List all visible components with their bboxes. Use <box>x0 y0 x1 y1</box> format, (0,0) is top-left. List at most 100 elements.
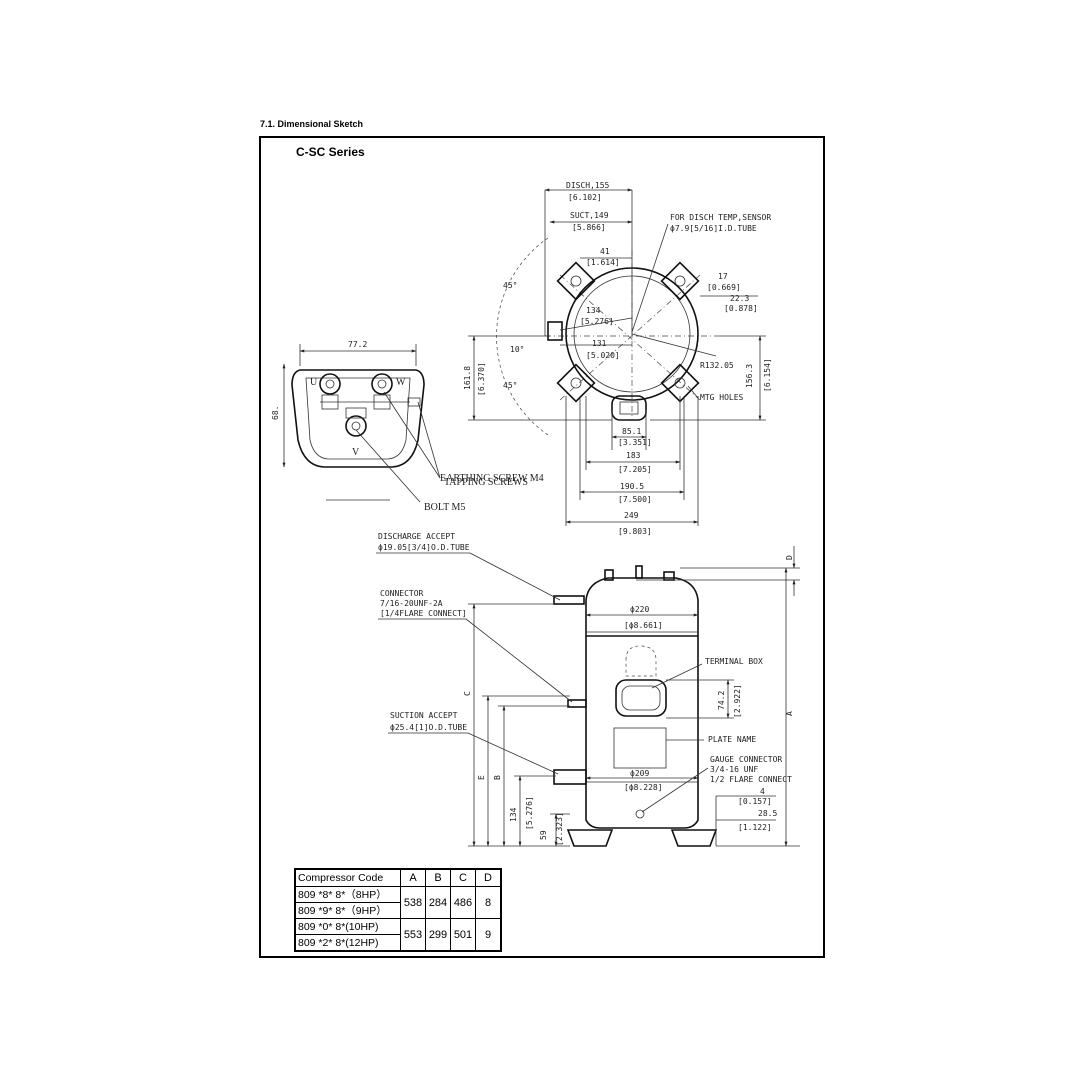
dim-17: 17 <box>718 272 728 281</box>
dim-suct-in: [5.866] <box>572 223 606 232</box>
dim-190-in: [7.500] <box>618 495 652 504</box>
value-c: 501 <box>450 918 476 952</box>
connector-flare: [1/4FLARE CONNECT] <box>380 609 467 618</box>
section-heading: 7.1. Dimensional Sketch <box>260 119 364 129</box>
dim-28: 28.5 <box>758 809 777 818</box>
dim-disch-in: [6.102] <box>568 193 602 202</box>
suction-label: SUCTION ACCEPT <box>390 711 458 720</box>
dim-134-top: 134 <box>586 306 601 315</box>
tapping-screws-label: TAPPING SCREWS <box>444 477 528 488</box>
dim-59-in: [2.323] <box>555 812 564 846</box>
dim-59: 59 <box>539 830 548 840</box>
col-d: D <box>475 868 502 887</box>
dia-209-in: [ϕ8.228] <box>624 783 663 792</box>
connector-label: CONNECTOR <box>380 589 424 598</box>
dim-183-in: [7.205] <box>618 465 652 474</box>
col-compressor-code: Compressor Code <box>294 868 401 887</box>
terminal-box-label: TERMINAL BOX <box>705 657 763 666</box>
table-row: 809 *9* 8*（9HP） <box>294 902 501 919</box>
term-height: 68. <box>271 406 280 420</box>
value-d: 9 <box>475 918 502 952</box>
label-b: B <box>493 775 502 780</box>
series-title: C-SC Series <box>296 145 365 159</box>
table-row: 809 *0* 8*(10HP) 553 299 501 9 <box>294 918 502 952</box>
dim-183: 183 <box>626 451 641 460</box>
suction-tube: ϕ25.4[1]O.D.TUBE <box>390 723 467 732</box>
dim-161: 161.8 <box>463 366 472 390</box>
sensor-label: FOR DISCH TEMP,SENSOR <box>670 213 771 222</box>
dim-85-in: [3.351] <box>618 438 652 447</box>
label-e: E <box>477 775 486 780</box>
label-d: D <box>785 555 794 560</box>
value-c: 486 <box>450 886 476 919</box>
compressor-code: 809 *9* 8*（9HP） <box>294 902 401 919</box>
dim-41-in: [1.614] <box>586 258 620 267</box>
dim-190: 190.5 <box>620 482 644 491</box>
compressor-code: 809 *2* 8*(12HP) <box>294 934 401 952</box>
value-b: 299 <box>425 918 451 952</box>
compressor-code: 809 *0* 8*(10HP) <box>294 918 401 935</box>
value-d: 8 <box>475 886 502 919</box>
table-row: 809 *2* 8*(12HP) <box>294 934 501 952</box>
terminal-w: W <box>396 377 406 388</box>
dim-22: 22.3 <box>730 294 749 303</box>
dim-249-in: [9.803] <box>618 527 652 536</box>
terminal-view: 77.2 68. U W V EARTHING SCREW M4 TAPPING… <box>271 340 544 513</box>
dim-4-in: [0.157] <box>738 797 772 806</box>
compressor-spec-table: Compressor Code A B C D 809 *8* 8*（8HP） … <box>294 868 502 952</box>
dia-220: ϕ220 <box>630 605 649 614</box>
drawing-frame <box>259 136 825 958</box>
value-a: 553 <box>400 918 426 952</box>
value-b: 284 <box>425 886 451 919</box>
plate-name-label: PLATE NAME <box>708 735 756 744</box>
terminal-u: U <box>310 377 318 388</box>
dim-28-in: [1.122] <box>738 823 772 832</box>
dia-209: ϕ209 <box>630 769 649 778</box>
dim-131: 131 <box>592 339 607 348</box>
table-row: 809 *8* 8*（8HP） 538 284 486 8 <box>294 886 502 919</box>
side-view: DISCHARGE ACCEPT ϕ19.05[3/4]O.D.TUBE CON… <box>376 532 800 847</box>
angle-10: 10° <box>510 345 524 354</box>
dim-85: 85.1 <box>622 427 641 436</box>
term-width: 77.2 <box>348 340 367 349</box>
col-a: A <box>400 868 426 887</box>
terminal-v: V <box>352 447 360 458</box>
dim-r132: R132.05 <box>700 361 734 370</box>
discharge-label: DISCHARGE ACCEPT <box>378 532 455 541</box>
col-c: C <box>450 868 476 887</box>
compressor-code: 809 *8* 8*（8HP） <box>294 886 401 903</box>
dim-156-in: [6.154] <box>763 358 772 392</box>
gauge-flare: 1/2 FLARE CONNECT <box>710 775 792 784</box>
dim-suct: SUCT,149 <box>570 211 609 220</box>
connector-thread: 7/16-20UNF-2A <box>380 599 443 608</box>
dim-74-in: [2.922] <box>733 684 742 718</box>
value-a: 538 <box>400 886 426 919</box>
dim-4: 4 <box>760 787 765 796</box>
angle-45-top: 45° <box>503 281 517 290</box>
dia-220-in: [ϕ8.661] <box>624 621 663 630</box>
dim-156: 156.3 <box>745 364 754 388</box>
discharge-tube: ϕ19.05[3/4]O.D.TUBE <box>378 543 470 552</box>
dim-74: 74.2 <box>717 691 726 710</box>
dim-161-in: [6.370] <box>477 362 486 396</box>
dim-134-top-in: [5.276] <box>580 317 614 326</box>
label-c: C <box>463 691 472 696</box>
angle-45-bottom: 45° <box>503 381 517 390</box>
label-a: A <box>785 711 794 716</box>
table-header-row: Compressor Code A B C D <box>294 868 502 887</box>
dim-131-in: [5.020] <box>586 351 620 360</box>
gauge-thread: 3/4-16 UNF <box>710 765 758 774</box>
dim-22-in: [0.878] <box>724 304 758 313</box>
dim-134-side: 134 <box>509 807 518 822</box>
earthing-screw-label: EARTHING SCREW M4 <box>440 473 544 484</box>
sensor-tube: ϕ7.9[5/16]I.D.TUBE <box>670 224 757 233</box>
bolt-label: BOLT M5 <box>424 502 465 513</box>
dim-134-side-in: [5.276] <box>525 796 534 830</box>
dim-disch: DISCH,155 <box>566 181 610 190</box>
top-view: DISCH,155 [6.102] SUCT,149 [5.866] 41 [1… <box>463 181 772 536</box>
dim-17-in: [0.669] <box>707 283 741 292</box>
gauge-label: GAUGE CONNECTOR <box>710 755 782 764</box>
dim-41: 41 <box>600 247 610 256</box>
col-b: B <box>425 868 451 887</box>
